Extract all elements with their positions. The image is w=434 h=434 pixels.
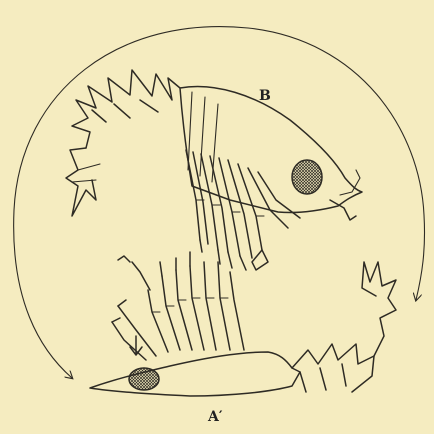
lower-tail bbox=[362, 262, 396, 356]
lower-abdomen bbox=[292, 344, 374, 392]
upper-eye bbox=[292, 160, 322, 194]
upper-tail-fan bbox=[66, 148, 96, 216]
lower-legs bbox=[112, 252, 244, 360]
upper-body-outline bbox=[180, 87, 362, 213]
lower-body-outline bbox=[90, 352, 300, 396]
down-arrow-indicator bbox=[130, 336, 142, 355]
label-a-prime: A′ bbox=[208, 409, 223, 425]
lower-amphipod-a-prime bbox=[90, 252, 396, 396]
upper-legs bbox=[186, 150, 300, 270]
upper-abdomen bbox=[72, 70, 180, 148]
lower-eye bbox=[129, 368, 159, 390]
upper-amphipod-b bbox=[66, 70, 362, 270]
label-b: B bbox=[259, 88, 271, 104]
